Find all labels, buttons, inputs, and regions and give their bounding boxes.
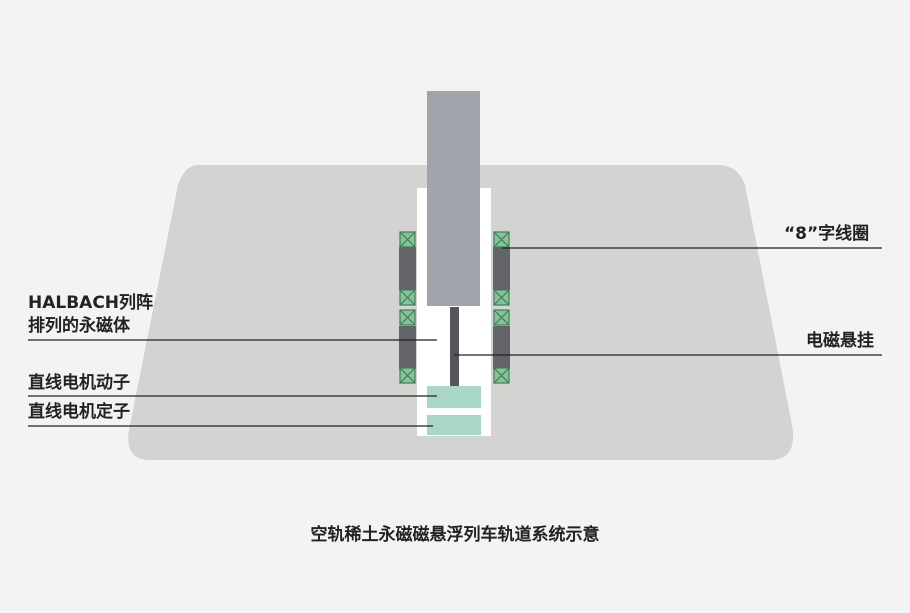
label-linear-motor-mover: 直线电机动子 xyxy=(28,373,130,393)
coil-box xyxy=(399,231,416,248)
halbach-magnet-right-lower xyxy=(493,326,510,369)
halbach-magnet-left-upper xyxy=(399,247,416,290)
label-linear-motor-stator: 直线电机定子 xyxy=(28,402,130,422)
suspension-plate xyxy=(450,307,459,389)
label-halbach-line1: HALBACH列阵 xyxy=(28,293,154,313)
coil-box xyxy=(493,289,510,306)
coil-box xyxy=(493,309,510,326)
figure8-coil-set xyxy=(399,231,510,384)
halbach-magnet-right-upper xyxy=(493,247,510,290)
label-figure8-coil: “8”字线圈 xyxy=(784,224,870,244)
vehicle-column xyxy=(427,91,480,306)
coil-box xyxy=(493,367,510,384)
halbach-magnet-left-lower xyxy=(399,326,416,369)
diagram-caption: 空轨稀土永磁磁悬浮列车轨道系统示意 xyxy=(310,525,600,545)
coil-box xyxy=(399,289,416,306)
coil-box xyxy=(493,231,510,248)
linear-motor-stator xyxy=(427,415,481,435)
label-em-suspension: 电磁悬挂 xyxy=(806,331,874,351)
coil-box xyxy=(399,309,416,326)
linear-motor-mover xyxy=(427,386,481,408)
label-halbach-line2: 排列的永磁体 xyxy=(28,316,130,336)
coil-box xyxy=(399,367,416,384)
